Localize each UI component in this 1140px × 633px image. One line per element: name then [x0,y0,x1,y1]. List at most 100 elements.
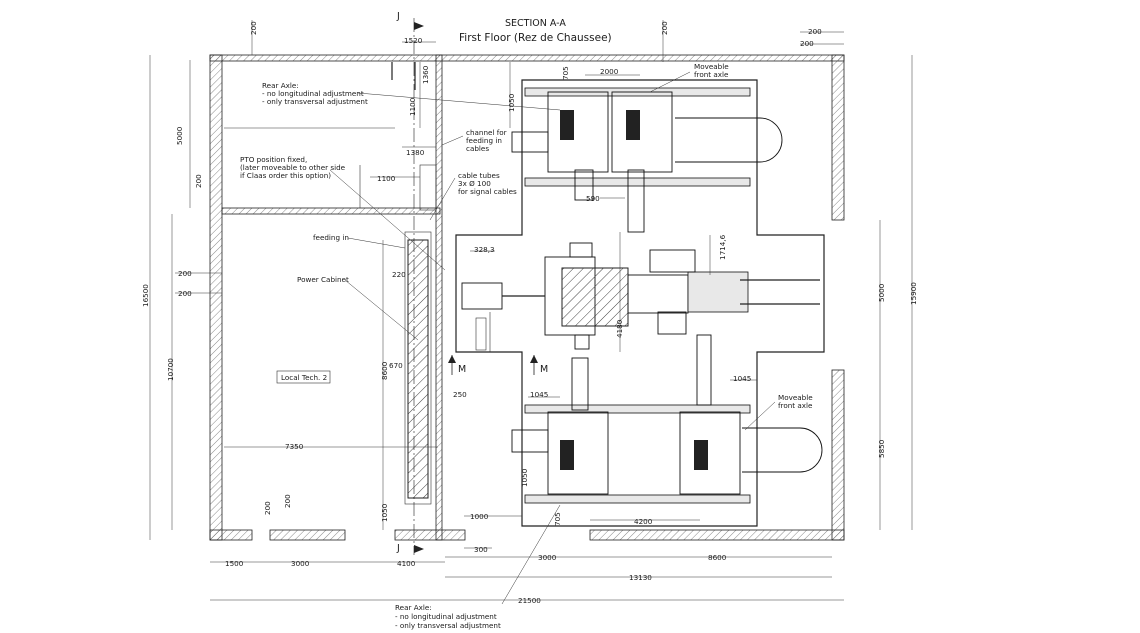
dim-1714-6: 1714,6 [718,234,727,260]
drawing-title: SECTION A-A First Floor (Rez de Chaussee… [459,18,612,44]
wall-right-upper [831,54,845,221]
note-rear-axle-bottom-title: Rear Axle: [395,603,432,612]
bottom-left-dyno [547,411,609,495]
note-rear-axle-bottom-2: - only transversal adjustment [395,621,501,630]
test-stand-pit [455,79,825,527]
wall-bottom-b [269,529,346,541]
dim-200-bottom-a: 200 [263,501,272,515]
dim-10700: 10700 [166,358,175,381]
dim-7350: 7350 [285,442,304,451]
note-rear-axle-top-1: - no longitudinal adjustment [262,89,364,98]
note-local-tech: Local Tech. 2 [281,373,327,382]
dim-1050-top: 1050 [507,93,516,112]
section-mark-m-right: M [540,364,548,375]
dim-15900: 15900 [909,282,918,305]
dimension-lines [149,20,913,601]
local-tech-box [276,370,331,384]
top-shaft-left [574,169,594,201]
dim-1050-bottom: 1050 [520,468,529,487]
top-left-motor [560,110,574,140]
section-arrow-top [414,22,424,30]
power-cabinet-body [407,239,429,499]
section-arrow-bottom [414,545,424,553]
dim-200-top-right: 200 [660,21,669,35]
wall-interior-vertical [435,54,443,541]
note-power-cabinet: Power Cabinet [297,275,349,284]
dim-5850: 5850 [877,439,886,458]
dim-1045-right: 1045 [733,374,751,383]
bottom-right-dyno [679,411,741,495]
dim-590: 590 [586,194,600,203]
dim-200-left-h1: 200 [178,269,192,278]
dim-250: 250 [453,390,467,399]
building-walls [209,54,845,541]
wall-top [209,54,845,62]
note-moveable-bottom-2: front axle [778,401,813,410]
top-shaft-right [627,169,645,233]
bottom-left-motor [560,440,574,470]
note-rear-axle-bottom-1: - no longitudinal adjustment [395,612,497,621]
dim-5000-right: 5000 [877,283,886,302]
center-wheel-bottom [657,311,687,335]
dim-3000-a: 3000 [291,559,310,568]
top-dyno-unit [511,87,783,233]
pit-post [475,317,487,351]
note-cable-3: for signal cables [458,187,517,196]
center-pto-unit [461,282,503,310]
dim-1100-h: 1100 [377,174,396,183]
wall-bottom-a [209,529,253,541]
note-moveable-top-2: front axle [694,70,729,79]
dim-200-right-b: 200 [800,39,814,48]
bottom-rail-1 [524,404,751,414]
wall-left [209,54,223,541]
channel-box [419,164,437,211]
center-arm [627,274,689,314]
bottom-dyno-unit [511,334,823,504]
dim-4180: 4180 [615,319,624,338]
wall-interior-horizontal [221,207,441,215]
wall-bottom-d [589,529,845,541]
center-top-cap [569,242,593,258]
dim-1000: 1000 [470,512,489,521]
wall-bottom-c [394,529,466,541]
dim-1500: 1500 [225,559,244,568]
dim-200-right-a: 200 [808,27,822,36]
dim-5000-left: 5000 [175,126,184,145]
center-wheel-top [649,249,696,273]
power-cabinet-outline [404,231,432,505]
dim-200-bottom-b: 200 [283,494,292,508]
bottom-shaft-left [571,357,589,411]
dim-3000-b: 3000 [538,553,557,562]
section-title: SECTION A-A [505,18,566,29]
dim-220: 220 [392,270,406,279]
dim-1100-v: 1100 [408,97,417,116]
dim-200-top-left: 200 [249,21,258,35]
note-channel-1: channel for [466,128,507,137]
top-cable-loop [675,117,783,163]
top-right-dyno [611,91,673,173]
top-rail-2 [524,177,751,187]
note-channel-3: cables [466,144,489,153]
top-right-motor [626,110,640,140]
note-cable-2: 3x Ø 100 [458,179,491,188]
note-channel-2: feeding in [466,136,502,145]
center-block [561,267,629,327]
bottom-right-motor [694,440,708,470]
dim-1380: 1380 [406,148,425,157]
dim-16500: 16500 [141,284,150,307]
note-pto-3: if Claas order this option) [240,171,331,180]
dim-705-top: 705 [561,66,570,80]
bottom-cable-loop [742,427,823,473]
center-tractor [461,242,820,350]
section-marks: J J M M [396,11,548,555]
power-cabinet [404,231,432,505]
bottom-side-unit [511,429,549,453]
note-pto-1: PTO position fixed, [240,155,307,164]
dim-1050-left-bottom: 1050 [380,503,389,522]
section-mark-j-bottom: J [396,543,400,554]
center-bottom-cap [574,334,590,350]
dim-21500: 21500 [518,596,541,605]
dim-1360: 1360 [421,65,430,84]
center-track [687,271,749,313]
